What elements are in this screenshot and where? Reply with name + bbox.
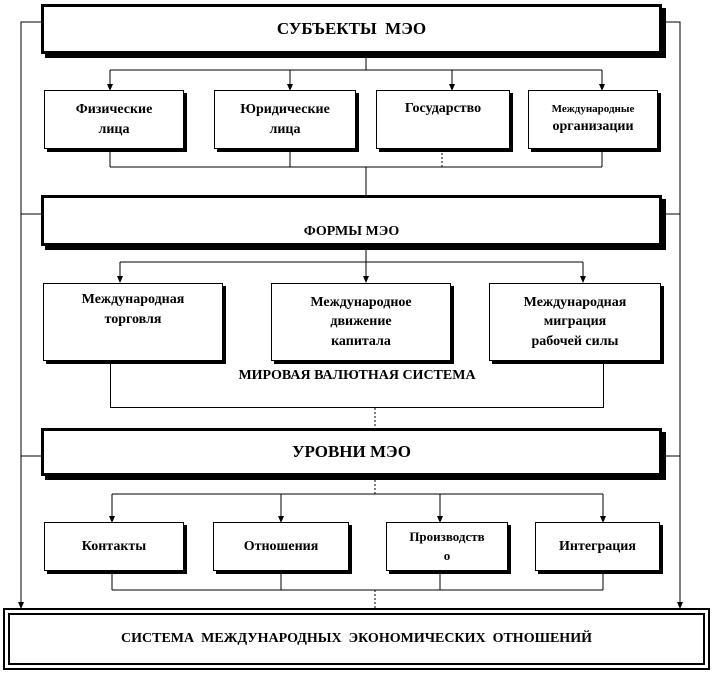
subject-legal-entities: Юридические лица bbox=[214, 90, 356, 149]
level-relations: Отношения bbox=[213, 522, 349, 571]
level-label-line1: Интеграция bbox=[559, 538, 636, 554]
system-title: СИСТЕМА МЕЖДУНАРОДНЫХ ЭКОНОМИЧЕСКИХ ОТНО… bbox=[121, 631, 592, 646]
form-label-line1: Международная bbox=[81, 292, 185, 307]
levels-title-box: УРОВНИ МЭО bbox=[41, 428, 662, 476]
subject-label-line1: Государство bbox=[404, 101, 482, 116]
subject-label-line1: Физические bbox=[75, 101, 153, 117]
forms-title: ФОРМЫ МЭО bbox=[303, 223, 400, 239]
form-labor-migration: Международная миграция рабочей силы bbox=[489, 283, 661, 361]
subject-international-organizations: Международные организации bbox=[528, 90, 658, 149]
currency-system-box bbox=[110, 361, 604, 408]
level-contacts: Контакты bbox=[44, 522, 184, 571]
form-label-line2: движение bbox=[330, 314, 392, 330]
subject-label-line2: организации bbox=[552, 119, 634, 135]
form-label-line1: Международное bbox=[310, 294, 412, 310]
subjects-title-box: СУБЪЕКТЫ МЭО bbox=[41, 4, 662, 54]
currency-system-label: МИРОВАЯ ВАЛЮТНАЯ СИСТЕМА bbox=[238, 368, 476, 383]
subject-state: Государство bbox=[376, 90, 510, 149]
subject-label-line2: лица bbox=[98, 121, 130, 137]
form-label-line2: миграция bbox=[543, 314, 607, 330]
level-production: Производств о bbox=[386, 522, 508, 571]
form-label-line2: торговля bbox=[104, 311, 162, 327]
right-rail-top bbox=[662, 21, 683, 609]
level-integration: Интеграция bbox=[535, 522, 660, 571]
system-box: СИСТЕМА МЕЖДУНАРОДНЫХ ЭКОНОМИЧЕСКИХ ОТНО… bbox=[3, 608, 710, 670]
levels-title: УРОВНИ МЭО bbox=[291, 442, 412, 461]
level-label-line1: Контакты bbox=[81, 538, 147, 554]
level-label-line1: Отношения bbox=[243, 538, 319, 554]
form-label-line3: рабочей силы bbox=[531, 333, 619, 349]
form-capital-movement: Международное движение капитала bbox=[271, 283, 451, 361]
subject-label-line1: Международные bbox=[551, 103, 635, 115]
subject-physical-persons: Физические лица bbox=[44, 90, 184, 149]
forms-title-box: ФОРМЫ МЭО bbox=[41, 195, 662, 246]
left-rail-top bbox=[18, 21, 41, 609]
form-label-line1: Международная bbox=[523, 294, 627, 310]
level-label-line2: о bbox=[443, 547, 451, 563]
form-label-line3: капитала bbox=[331, 333, 391, 349]
subject-label-line1: Юридические bbox=[240, 101, 330, 117]
level-label-line1: Производств bbox=[409, 529, 485, 545]
subject-label-line2: лица bbox=[269, 121, 301, 137]
form-international-trade: Международная торговля bbox=[43, 283, 223, 361]
subjects-title: СУБЪЕКТЫ МЭО bbox=[276, 19, 427, 38]
